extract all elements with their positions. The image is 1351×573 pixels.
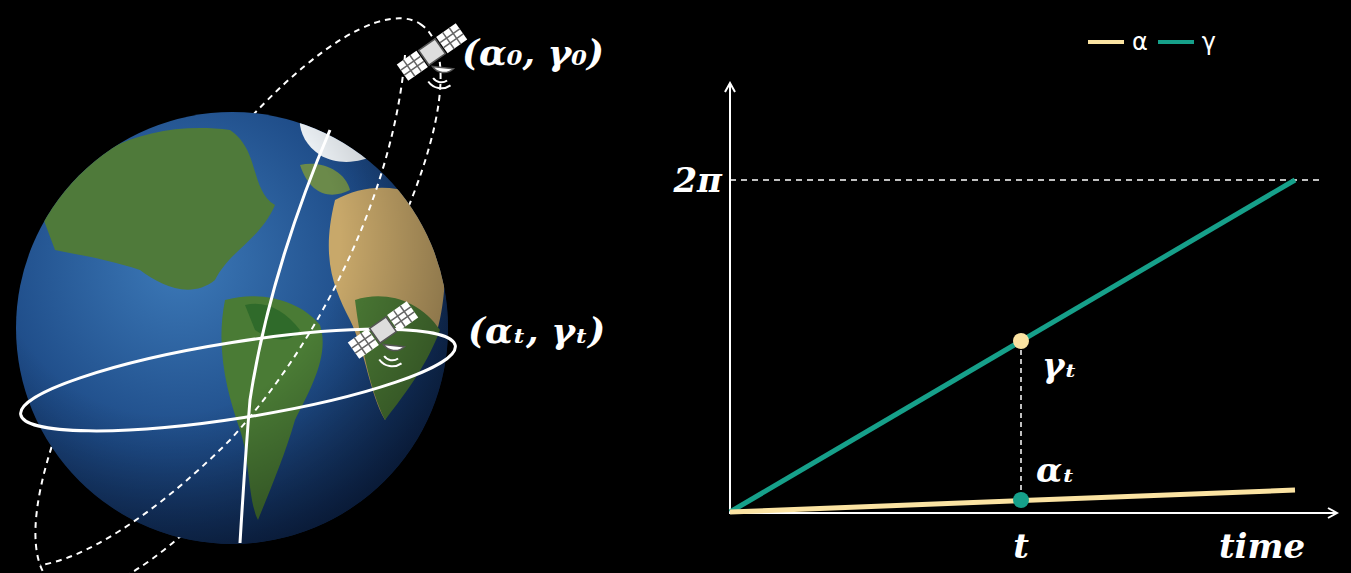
earth-globe (16, 108, 448, 544)
y-axis (729, 83, 731, 513)
max-guide (730, 179, 1320, 181)
satellite-icon (348, 301, 435, 382)
legend-swatch (1158, 37, 1194, 47)
gamma-line (730, 180, 1295, 512)
alpha-line (730, 490, 1295, 512)
alpha-point (1013, 492, 1029, 508)
axis-title: time (1219, 529, 1305, 563)
orbit-path (40, 55, 405, 565)
meridian-ring (240, 130, 330, 543)
coordinate-label: (α₀, γ₀) (462, 34, 604, 70)
x-axis (729, 512, 1337, 514)
legend-swatch (1088, 37, 1124, 47)
coordinate-label: (αₜ, γₜ) (468, 312, 605, 348)
legend-item: γ (1158, 28, 1216, 56)
point-label: αₜ (1036, 453, 1075, 487)
legend: αγ (1088, 28, 1216, 56)
legend-label: γ (1202, 28, 1216, 56)
legend-item: α (1088, 28, 1148, 56)
gamma-point (1013, 333, 1029, 349)
axis-tick-label: 2π (673, 163, 722, 197)
legend-label: α (1132, 28, 1148, 56)
axis-tick-label: t (1013, 529, 1029, 563)
orbit-path (0, 0, 509, 573)
equator-ring (15, 308, 461, 452)
time-guide (1020, 341, 1022, 500)
point-label: γₜ (1042, 348, 1077, 382)
